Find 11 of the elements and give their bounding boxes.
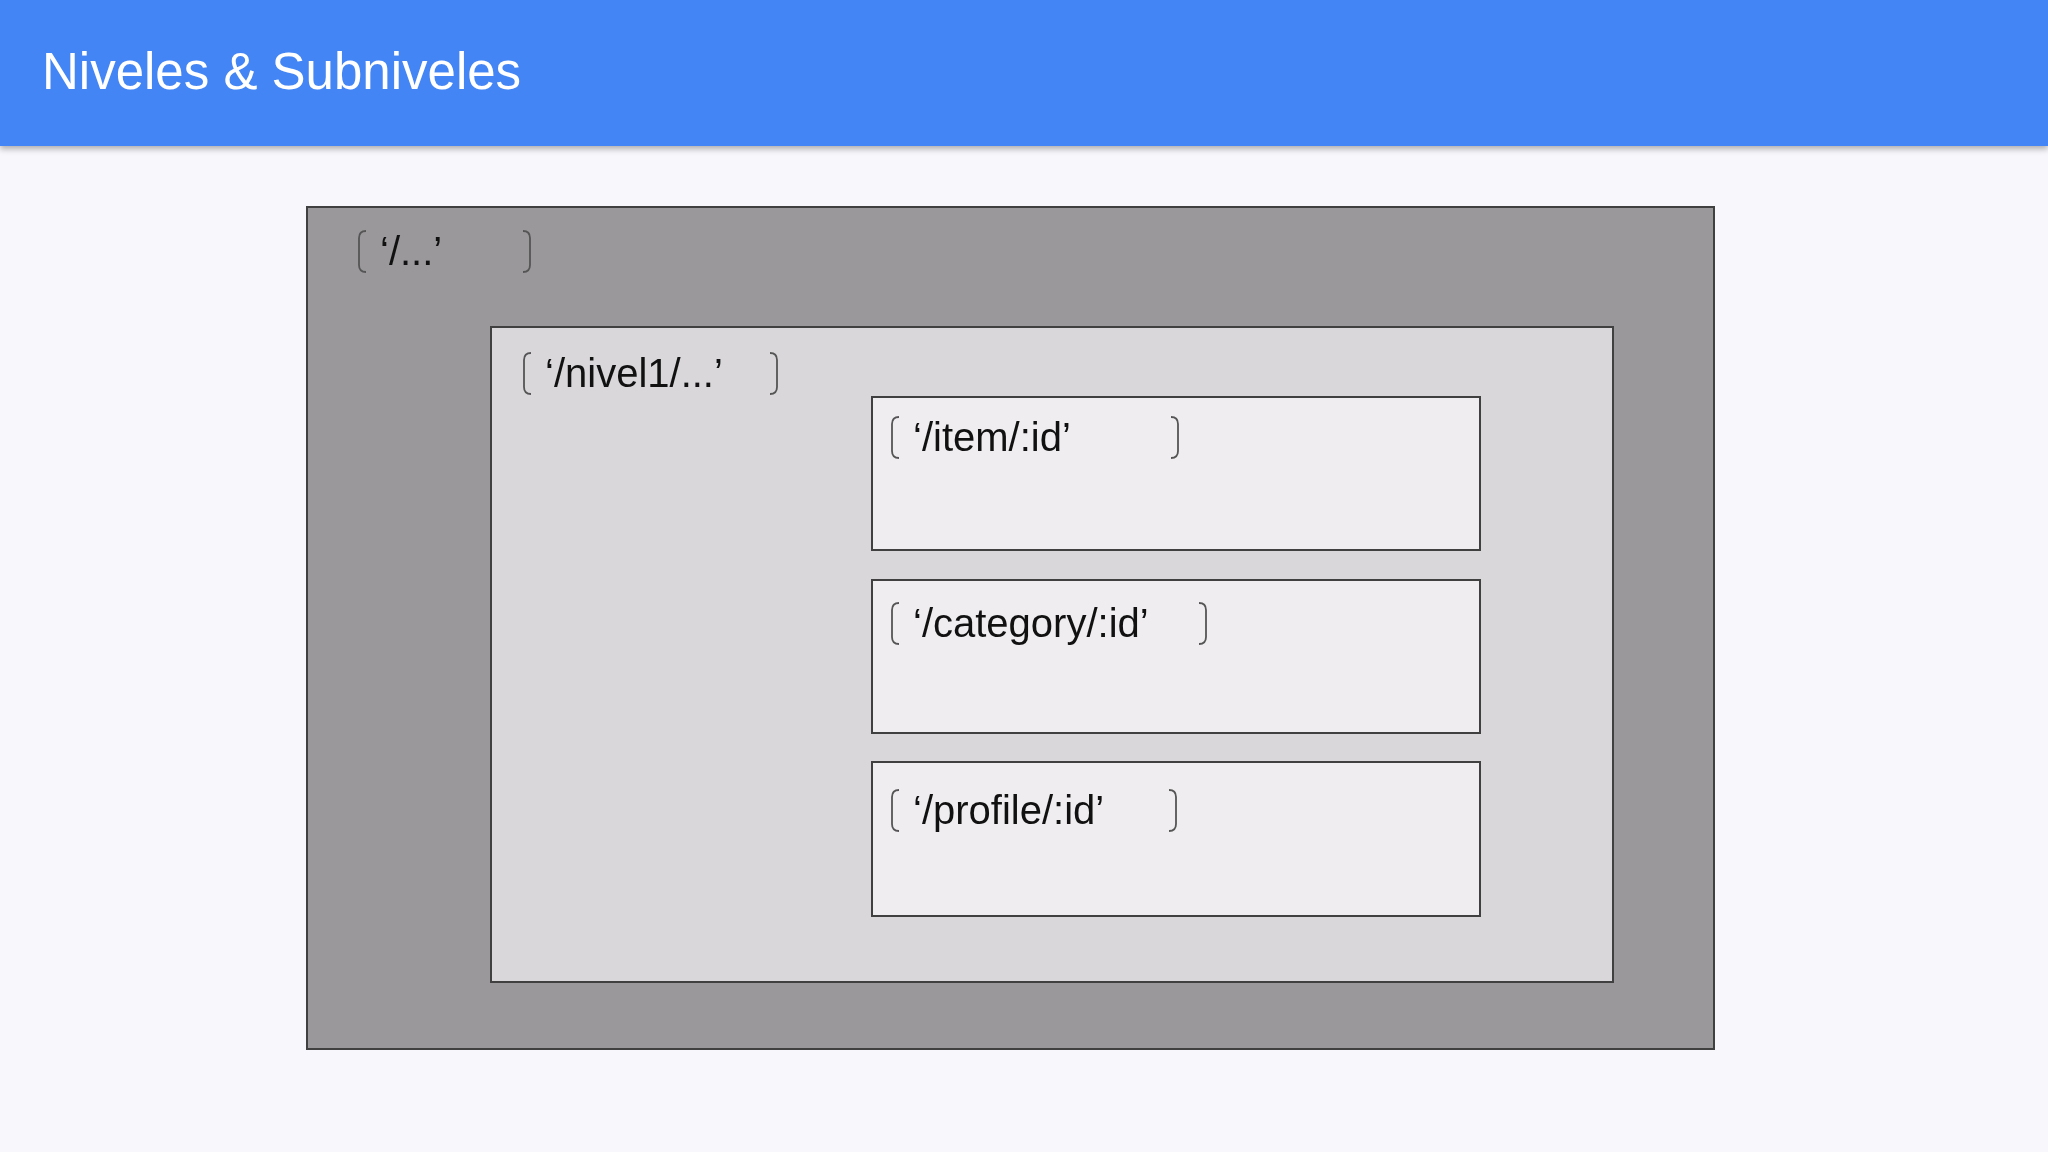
route-box [871, 761, 1481, 917]
route-label: ‘/category/:id’ [913, 600, 1149, 646]
route-label: ‘/nivel1/...’ [545, 350, 723, 396]
title: Niveles & Subniveles [42, 42, 522, 102]
route-box [490, 326, 1614, 983]
route-box [871, 579, 1481, 734]
route-label: ‘/...’ [380, 228, 443, 274]
route-box [871, 396, 1481, 551]
route-label: ‘/profile/:id’ [913, 787, 1105, 833]
route-label: ‘/item/:id’ [913, 414, 1071, 460]
route-box [306, 206, 1715, 1050]
